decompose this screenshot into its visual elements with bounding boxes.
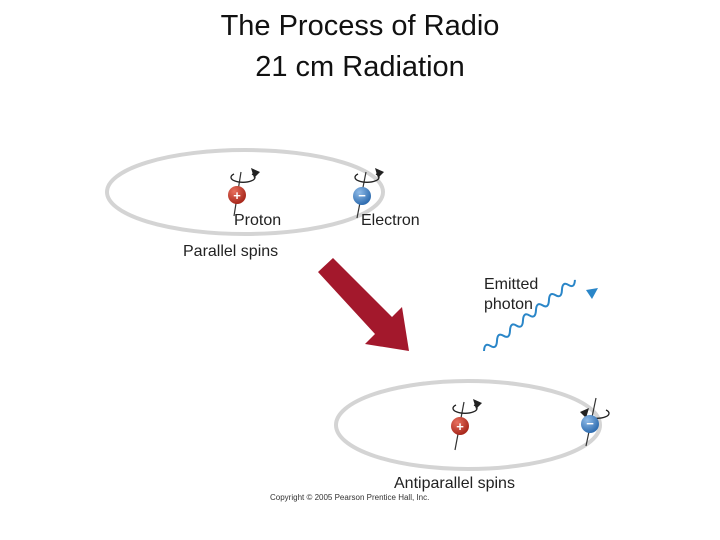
orbit-bottom — [334, 379, 602, 471]
electron-bottom: − — [580, 397, 610, 447]
electron-label: Electron — [361, 212, 420, 229]
proton-top-sign: + — [233, 188, 241, 203]
proton-bottom: + — [451, 399, 482, 451]
proton-top: + — [228, 168, 260, 217]
electron-bottom-sign: − — [586, 416, 594, 431]
photon-label-line2: photon — [484, 296, 533, 313]
photon-arrowhead — [586, 288, 598, 299]
orbit-top — [105, 148, 385, 236]
slide-title-line2: 21 cm Radiation — [255, 51, 465, 83]
antiparallel-spins-caption: Antiparallel spins — [394, 475, 515, 492]
proton-bottom-sign: + — [456, 419, 464, 434]
parallel-spins-caption: Parallel spins — [183, 243, 278, 260]
slide-title-line1: The Process of Radio — [220, 10, 500, 42]
transition-arrow — [318, 258, 409, 351]
electron-top: − — [353, 168, 384, 219]
copyright-notice: Copyright © 2005 Pearson Prentice Hall, … — [270, 493, 429, 502]
photon-label-line1: Emitted — [484, 276, 538, 293]
electron-top-sign: − — [358, 188, 366, 203]
proton-label: Proton — [234, 212, 281, 229]
photon-wave — [483, 279, 576, 352]
